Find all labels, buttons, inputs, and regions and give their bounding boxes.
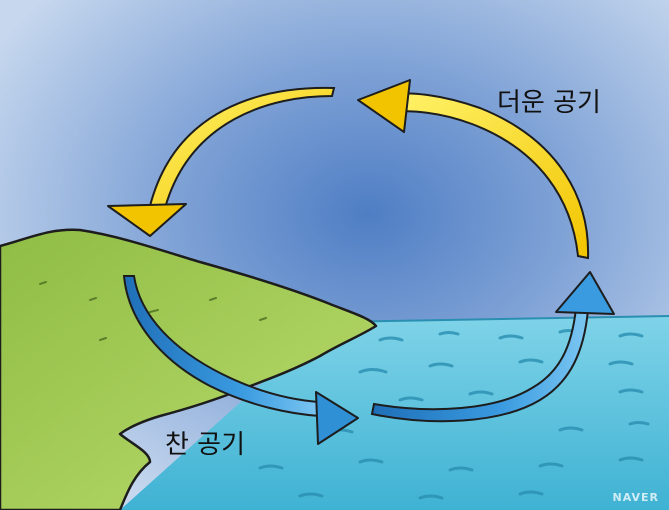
warm-air-arrow-icon — [107, 79, 590, 260]
warm-air-label: 더운 공기 — [497, 88, 601, 118]
land-marks — [39, 281, 267, 341]
sea-ripples — [258, 329, 650, 500]
cold-air-label: 찬 공기 — [165, 430, 246, 460]
cold-air-arrow-icon — [122, 271, 615, 445]
watermark: NAVER — [612, 491, 659, 504]
